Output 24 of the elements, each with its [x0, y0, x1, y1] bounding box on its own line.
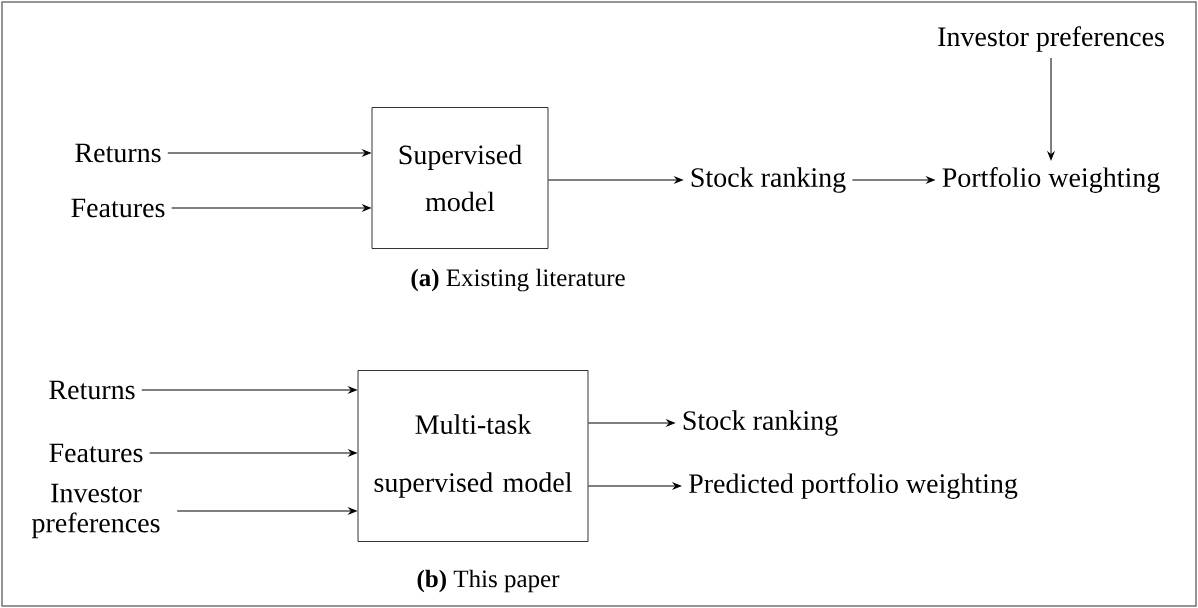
- node-label: Returns: [75, 143, 161, 163]
- node-label: Investor preferences: [938, 26, 1164, 52]
- node-label: Features: [49, 443, 143, 463]
- arrow: [587, 419, 675, 427]
- arrow: [176, 507, 357, 515]
- arrow: [167, 149, 371, 157]
- node-label: Stock ranking: [691, 167, 846, 193]
- node-label: Predicted portfolio weighting: [688, 473, 1018, 499]
- node-label: Portfolio weighting: [942, 167, 1160, 193]
- process-box: Multi-task supervised model: [357, 370, 589, 542]
- node-label: Features: [71, 198, 165, 218]
- node-label: Investor preferences: [31, 483, 160, 539]
- node-label: Stock ranking: [683, 410, 838, 436]
- arrow: [141, 386, 357, 394]
- arrow: [547, 176, 683, 184]
- arrow: [171, 204, 371, 212]
- arrow: [1047, 57, 1055, 161]
- arrow: [149, 449, 357, 457]
- subfigure-caption: (b) This paper: [417, 569, 560, 593]
- arrow: [851, 176, 935, 184]
- arrow: [587, 482, 682, 490]
- process-box: Supervised model: [371, 107, 549, 249]
- subfigure-caption: (a) Existing literature: [411, 268, 625, 292]
- node-label: Returns: [49, 380, 135, 400]
